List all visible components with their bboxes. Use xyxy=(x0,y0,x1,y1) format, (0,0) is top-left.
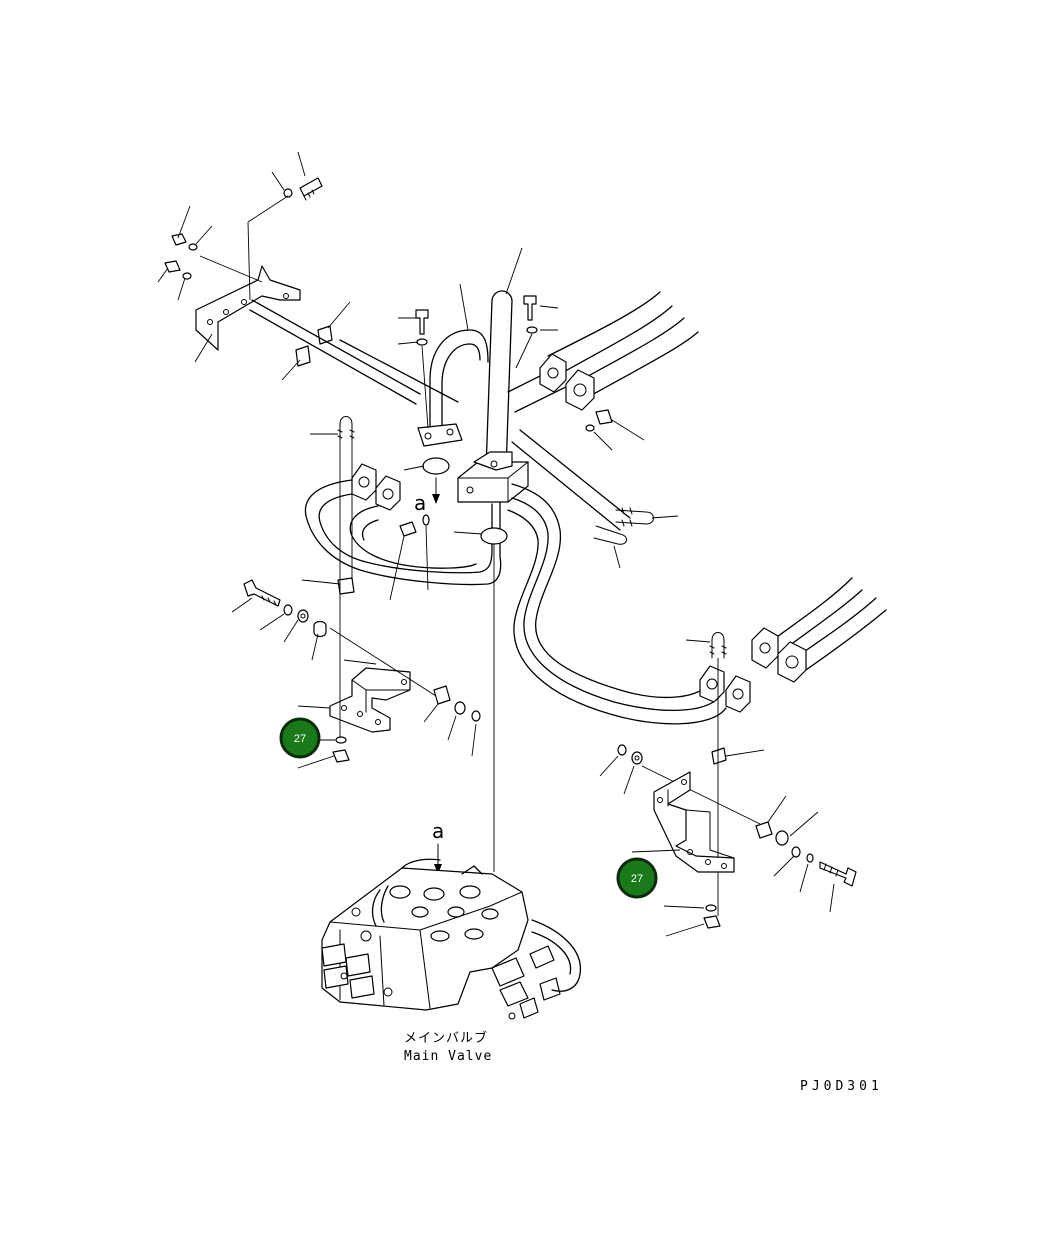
callout-badge-27-left[interactable]: 27 xyxy=(279,717,321,759)
washer-ml-1 xyxy=(283,604,293,616)
plug-ur xyxy=(595,409,613,425)
clip-mid-left xyxy=(337,577,355,595)
washer-left-1 xyxy=(188,243,198,251)
callout-number: 27 xyxy=(294,733,306,745)
lower-right-hardware xyxy=(599,744,857,937)
bracket-lower-right xyxy=(653,771,735,873)
bracket-plate-upper xyxy=(195,265,301,351)
bolt-lr xyxy=(819,861,857,887)
flange-left-2 xyxy=(375,475,401,511)
washer-lr-4 xyxy=(791,846,801,858)
flange-left-1 xyxy=(351,463,377,501)
spacer-lr xyxy=(755,821,773,839)
drawing-code: PJ0D301 xyxy=(800,1079,883,1094)
bracket-mid-left xyxy=(329,667,411,733)
washer-center-2 xyxy=(526,326,538,334)
vertical-tubes xyxy=(417,247,529,503)
washer-center-1 xyxy=(416,338,428,346)
washer-top xyxy=(283,188,293,198)
flange-tube-end-1 xyxy=(699,665,725,703)
spacer-ml-2 xyxy=(433,685,451,705)
oring-ur xyxy=(585,424,595,432)
left-loop-tubes xyxy=(301,463,727,725)
bolt-center-1 xyxy=(415,309,429,335)
port-markers: a xyxy=(403,457,508,872)
washer-ml-2 xyxy=(297,609,309,623)
main-valve: a xyxy=(321,819,582,1064)
bolt-top xyxy=(299,177,323,201)
center-upper-hardware xyxy=(397,295,559,429)
mid-left-hardware xyxy=(231,440,481,769)
main-valve-label-en: Main Valve xyxy=(404,1049,492,1064)
u-bolts xyxy=(310,416,727,659)
washer-ml-3 xyxy=(454,701,466,715)
bolt-mid-left xyxy=(243,579,281,607)
upper-right-flanges xyxy=(539,353,645,451)
u-bolt-left xyxy=(339,416,353,441)
clip-upper-2 xyxy=(295,345,311,367)
washer-left-2 xyxy=(182,272,192,280)
nut-left-1 xyxy=(171,233,187,246)
washer-lr-2 xyxy=(631,751,643,765)
bolt-center-2 xyxy=(523,295,537,321)
nut-lr-lower xyxy=(703,915,721,929)
nut-ml-lower xyxy=(332,749,350,763)
cross-lines xyxy=(249,291,699,531)
upper-left-bracket-assembly xyxy=(157,151,351,381)
port-marker-lower xyxy=(480,527,508,545)
u-bolt-lower-right xyxy=(711,632,725,659)
flange-ur-2 xyxy=(565,369,595,411)
flange-tube-end-2 xyxy=(725,675,751,713)
flange-tube-left xyxy=(417,423,463,447)
washer-lr-5 xyxy=(806,853,814,863)
flange-ur-1 xyxy=(539,353,567,393)
plug-mid xyxy=(399,521,417,537)
spacer-ml xyxy=(313,620,327,638)
washer-ml-lower xyxy=(335,736,347,744)
oring-mid xyxy=(422,514,430,526)
washer-ml-4 xyxy=(471,710,481,722)
clip-lr xyxy=(711,747,727,765)
washer-lr-lower xyxy=(705,904,717,912)
flange-lr-1 xyxy=(751,627,779,669)
main-valve-label-jp: メインバルブ xyxy=(404,1030,488,1046)
port-marker-upper xyxy=(422,457,450,475)
callout-number: 27 xyxy=(631,873,643,885)
callout-letter-a-bottom: a xyxy=(432,819,444,843)
washer-lr-3 xyxy=(775,830,789,846)
nut-left-2 xyxy=(164,260,181,273)
washer-lr-1 xyxy=(617,744,627,756)
flange-lr-2 xyxy=(777,641,807,683)
lower-right-hoses xyxy=(699,577,887,916)
u-bolt-right-2 xyxy=(593,525,627,545)
callout-badge-27-right[interactable]: 27 xyxy=(616,857,658,899)
callout-letter-a-top: a xyxy=(414,491,426,515)
